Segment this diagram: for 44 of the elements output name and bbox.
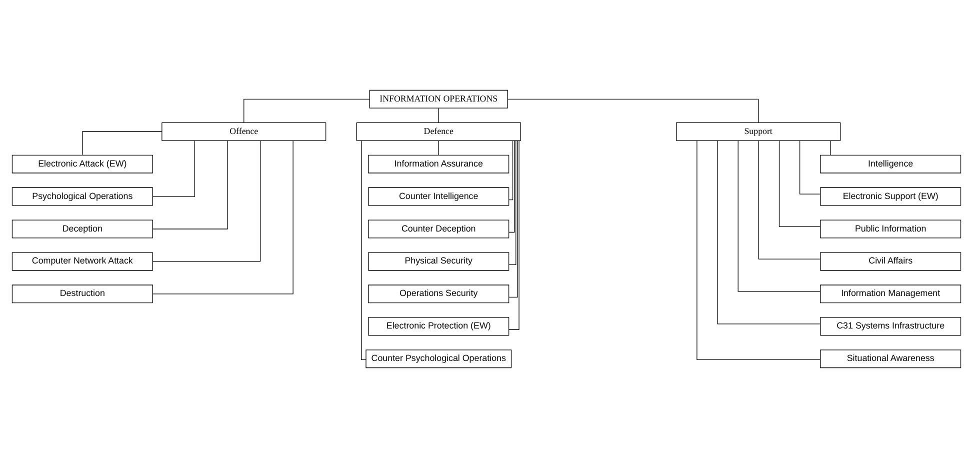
connector	[508, 140, 514, 200]
connector	[361, 140, 366, 360]
node-box: Situational Awareness	[820, 349, 962, 368]
node-box: Deception	[12, 219, 153, 238]
node-box: Electronic Protection (EW)	[368, 316, 510, 336]
connector	[152, 140, 196, 196]
connector	[830, 140, 831, 155]
node-box: Intelligence	[820, 154, 962, 173]
node-box: Counter Psychological Operations	[366, 349, 512, 368]
node-box: Public Information	[820, 219, 962, 238]
connector	[508, 140, 516, 265]
connector	[82, 130, 162, 155]
node-box: Operations Security	[368, 284, 510, 303]
connector	[438, 140, 439, 155]
connector	[244, 98, 370, 122]
node-box: Counter Deception	[368, 219, 510, 238]
connector	[758, 140, 821, 259]
connector	[508, 140, 515, 232]
connector	[778, 140, 821, 226]
connector	[738, 140, 821, 292]
connector	[438, 108, 439, 122]
node-box: Information Management	[820, 284, 962, 303]
node-box: Psychological Operations	[12, 186, 153, 206]
connector	[508, 140, 518, 297]
node-box: Computer Network Attack	[12, 252, 153, 270]
connector	[152, 140, 228, 229]
connector	[800, 140, 821, 194]
connector	[696, 140, 820, 360]
node-box: C31 Systems Infrastructure	[820, 316, 962, 336]
connector	[507, 98, 759, 122]
node-box: Electronic Attack (EW)	[12, 154, 153, 173]
connector	[152, 140, 261, 262]
node-box: Defence	[356, 122, 521, 140]
node-box: INFORMATION OPERATIONS	[369, 89, 508, 108]
node-box: Offence	[162, 122, 326, 140]
connector	[152, 140, 294, 294]
connector	[717, 140, 821, 324]
node-box: Support	[676, 122, 841, 140]
node-box: Counter Intelligence	[368, 186, 510, 206]
node-box: Destruction	[12, 284, 153, 303]
node-box: Physical Security	[368, 252, 510, 270]
node-box: Civil Affairs	[820, 252, 962, 270]
node-box: Information Assurance	[368, 154, 510, 173]
node-box: Electronic Support (EW)	[820, 186, 962, 206]
